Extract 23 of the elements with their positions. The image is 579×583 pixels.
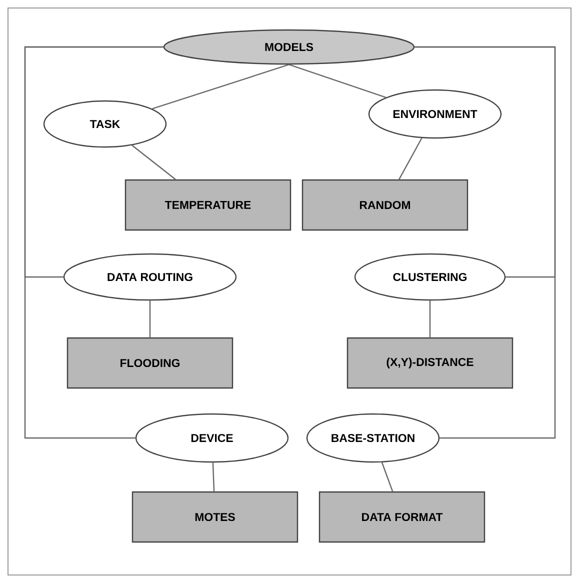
ellipse-node: MODELS — [163, 29, 415, 65]
connector-line — [429, 300, 431, 338]
process-box: MOTES — [132, 491, 298, 543]
ellipse-node: BASE-STATION — [306, 413, 440, 463]
ellipse-node: ENVIRONMENT — [368, 89, 502, 139]
connector-line — [398, 138, 422, 180]
connector-line — [212, 462, 215, 492]
connector-line — [288, 64, 386, 98]
ellipse-node: DEVICE — [135, 413, 289, 463]
ellipse-node: TASK — [43, 100, 167, 148]
process-box: TEMPERATURE — [124, 179, 292, 231]
connector-line — [24, 46, 164, 439]
connector-line — [152, 64, 290, 110]
connector-line — [381, 462, 394, 492]
connector-line — [414, 46, 556, 439]
connector-line — [149, 300, 151, 338]
process-box: FLOODING — [66, 337, 234, 389]
ellipse-node: CLUSTERING — [354, 253, 506, 301]
process-box: DATA FORMAT — [318, 491, 486, 543]
process-box: (X,Y)-DISTANCE — [346, 337, 514, 389]
ellipse-node: DATA ROUTING — [63, 253, 237, 301]
connector-line — [132, 144, 176, 180]
process-box: RANDOM — [302, 179, 468, 231]
